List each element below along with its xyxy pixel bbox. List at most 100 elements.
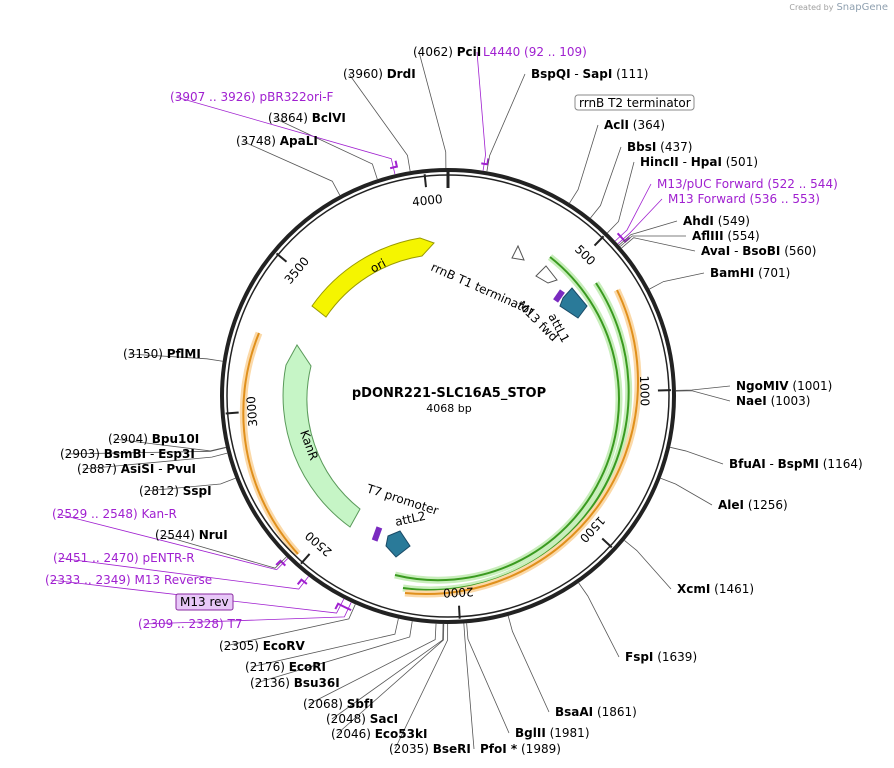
site-bclvi-line <box>273 117 378 180</box>
site-naei-line <box>675 390 731 402</box>
plasmid-size: 4068 bp <box>426 402 471 415</box>
primer-mark-1[interactable] <box>389 160 399 170</box>
site-bamhi-label[interactable]: BamHI (701) <box>710 266 790 280</box>
primer-marks-layer <box>275 158 631 612</box>
site-apali-label[interactable]: (3748) ApaLI <box>236 134 318 148</box>
site-nrui-line <box>160 534 287 569</box>
site-bfuai-label[interactable]: BfuAI - BspMI (1164) <box>729 457 863 471</box>
primer-mark-5[interactable] <box>275 559 287 567</box>
site-bsaai-label[interactable]: BsaAI (1861) <box>555 705 637 719</box>
site-drdi-label[interactable]: (3960) DrdI <box>343 67 416 81</box>
primer-t7-label[interactable]: (2309 .. 2328) T7 <box>138 617 242 631</box>
primer-m13-reverse-label[interactable]: (2333 .. 2349) M13 Reverse <box>45 573 212 587</box>
feature-ori-label: ori <box>368 256 388 276</box>
tick-label-3000: 3000 <box>244 396 260 428</box>
primer-m13-puc-forward-label[interactable]: M13/pUC Forward (522 .. 544) <box>657 177 838 191</box>
site-xcmi-label[interactable]: XcmI (1461) <box>677 582 754 596</box>
site-bseri-label[interactable]: (2035) BseRI <box>389 742 471 756</box>
rrnb-t2-box[interactable] <box>574 94 695 111</box>
site-bclvi-label[interactable]: (3864) BclVI <box>268 111 346 125</box>
tick-label-1000: 1000 <box>637 375 652 406</box>
feature-m13-fwd-block[interactable] <box>553 289 565 303</box>
site-bsaai-line <box>507 615 550 713</box>
site-ecorv-label[interactable]: (2305) EcoRV <box>219 639 306 653</box>
site-pcii-label[interactable]: (4062) PciI <box>413 45 481 59</box>
snapgene-credit: Created by SnapGene <box>789 2 888 13</box>
site-sspi-line <box>144 477 236 492</box>
site-bfuai-line <box>670 446 724 465</box>
site-bsmbi-label[interactable]: (2903) BsmBI - Esp3I <box>60 447 195 461</box>
site-bglii-label[interactable]: BglII (1981) <box>515 726 590 740</box>
m13-rev-box[interactable] <box>175 593 234 611</box>
site-afliii-label[interactable]: AflIII (554) <box>692 229 760 243</box>
site-ecori-label[interactable]: (2176) EcoRI <box>245 660 326 674</box>
tick-label-2000: 2000 <box>443 584 474 600</box>
site-asisi-label[interactable]: (2887) AsiSI - PvuI <box>77 462 196 476</box>
site-alei-line <box>660 477 713 506</box>
site-saci-line <box>331 623 444 720</box>
site-afliii-line <box>619 235 687 247</box>
primer-kan-r-label[interactable]: (2529 .. 2548) Kan-R <box>52 507 177 521</box>
feature-kanr-arrow[interactable] <box>282 344 361 528</box>
site-pflmi-label[interactable]: (3150) PflMI <box>123 347 201 361</box>
label-lines-layer <box>50 51 731 750</box>
site-ahdi-label[interactable]: AhdI (549) <box>683 214 750 228</box>
primer-mark-3[interactable] <box>334 602 352 612</box>
primer-m13-puc-forward-line <box>614 183 652 242</box>
primer-mark-0[interactable] <box>481 158 490 166</box>
feature-t7-promoter-block[interactable] <box>371 526 383 542</box>
primer-mark-4[interactable] <box>296 578 308 586</box>
primer-m13-forward-label[interactable]: M13 Forward (536 .. 553) <box>668 192 820 206</box>
feature-orange-arc-right[interactable] <box>404 288 642 598</box>
site-avai-label[interactable]: AvaI - BsoBI (560) <box>701 244 816 258</box>
primer-l4440-label[interactable]: L4440 (92 .. 109) <box>483 45 587 59</box>
tick-mark-1500 <box>601 537 613 549</box>
feature-green-arc-outer[interactable] <box>402 281 633 594</box>
site-eco53ki-label[interactable]: (2046) Eco53kI <box>331 727 427 741</box>
site-sbfi-line <box>308 623 437 705</box>
site-ngomiv-label[interactable]: NgoMIV (1001) <box>736 379 832 393</box>
primer-pentr-r-label[interactable]: (2451 .. 2470) pENTR-R <box>53 551 195 565</box>
site-hincii-label[interactable]: HincII - HpaI (501) <box>640 155 758 169</box>
site-naei-label[interactable]: NaeI (1003) <box>736 394 810 408</box>
site-pfoi-line <box>463 623 475 750</box>
site-bpu10i-label[interactable]: (2904) Bpu10I <box>108 432 199 446</box>
tick-mark-3500 <box>275 252 288 263</box>
site-acli-label[interactable]: AclI (364) <box>604 118 665 132</box>
primer-m13-forward-line <box>617 198 663 245</box>
site-fspi-label[interactable]: FspI (1639) <box>625 650 697 664</box>
plasmid-backbone <box>220 168 676 624</box>
site-sspi-label[interactable]: (2812) SspI <box>139 484 212 498</box>
site-ahdi-line <box>618 220 678 246</box>
site-pfoi-label[interactable]: PfoI * (1989) <box>480 742 561 756</box>
site-nrui-label[interactable]: (2544) NruI <box>155 528 228 542</box>
site-bsu36i-label[interactable]: (2136) Bsu36I <box>250 676 340 690</box>
site-alei-label[interactable]: AleI (1256) <box>718 498 788 512</box>
tick-label-2500: 2500 <box>302 528 334 559</box>
feature-attl2-arrow[interactable] <box>385 530 411 558</box>
site-asisi-line <box>82 452 228 470</box>
tick-mark-2000 <box>458 605 461 619</box>
feature-rrnb-t1-arrow[interactable] <box>535 265 558 284</box>
site-bspqi-label[interactable]: BspQI - SapI (111) <box>531 67 648 81</box>
tick-label-3500: 3500 <box>282 254 312 286</box>
feature-ori-arrow[interactable] <box>311 237 435 318</box>
site-bglii-line <box>466 623 510 734</box>
site-bamhi-line <box>649 272 705 290</box>
feature-rrnb-t2-arrow[interactable] <box>511 244 525 261</box>
primer-pbr322ori-f-line <box>175 96 396 175</box>
feature-attl1-arrow[interactable] <box>559 287 588 319</box>
site-sbfi-label[interactable]: (2068) SbfI <box>303 697 374 711</box>
site-bsmbi-line <box>65 447 227 455</box>
primer-pbr322ori-f-label[interactable]: (3907 .. 3926) pBR322ori-F <box>170 90 334 104</box>
site-saci-label[interactable]: (2048) SacI <box>326 712 398 726</box>
site-bbsi-label[interactable]: BbsI (437) <box>627 140 692 154</box>
credit-prefix: Created by <box>789 3 834 12</box>
site-avai-line <box>621 237 696 252</box>
site-bseri-line <box>394 623 449 750</box>
primer-kan-r-line <box>57 513 289 571</box>
site-hincii-line <box>607 161 635 234</box>
primer-l4440-line <box>476 51 486 171</box>
site-fspi-line <box>578 582 620 658</box>
